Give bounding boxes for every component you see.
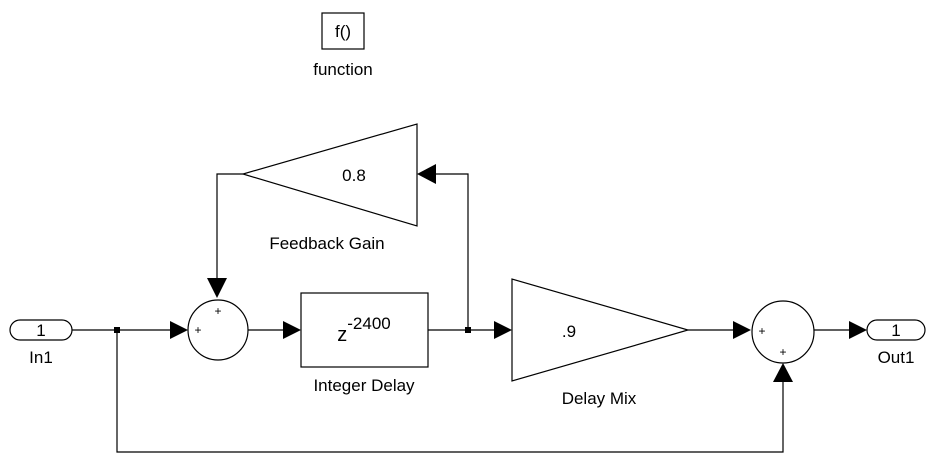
arrowhead-sum2-bypass-input <box>773 363 793 382</box>
sum-block-1[interactable]: + + <box>187 299 249 361</box>
integer-delay-label: Integer Delay <box>313 376 415 395</box>
feedback-gain-body[interactable] <box>240 123 418 227</box>
function-block-content: f() <box>335 22 351 41</box>
feedback-gain-label: Feedback Gain <box>269 234 384 253</box>
inport-in1[interactable]: 1 In1 <box>9 319 73 367</box>
feedback-gain-block[interactable]: 0.8 Feedback Gain <box>240 123 418 253</box>
arrowhead-mix-input <box>494 321 512 339</box>
arrowhead-sum1-feedback-input <box>207 278 227 298</box>
wire-feedback-to-sum1 <box>216 173 243 278</box>
arrowhead-feedback-input <box>417 164 436 184</box>
inport-label: In1 <box>29 348 53 367</box>
feedback-gain-value: 0.8 <box>342 166 366 185</box>
outport-out1[interactable]: 1 Out1 <box>866 319 926 367</box>
sum-block-2[interactable]: + + <box>751 300 815 364</box>
function-block-body[interactable] <box>321 12 365 50</box>
outport-label: Out1 <box>878 348 915 367</box>
sum-block-2-sign-left: + <box>758 324 765 338</box>
sum-block-2-sign-bottom: + <box>779 345 786 359</box>
integer-delay-block[interactable]: z-2400 Integer Delay <box>300 292 429 395</box>
branch-point-input <box>114 327 120 333</box>
sum-block-1-sign-top: + <box>214 304 221 318</box>
inport-body[interactable] <box>9 319 73 341</box>
function-block[interactable]: f() function <box>313 12 373 79</box>
delay-mix-label: Delay Mix <box>562 389 637 408</box>
wire-bypass-to-sum2 <box>116 330 784 453</box>
arrowhead-sum2-input <box>733 321 751 339</box>
delay-mix-value: .9 <box>562 322 576 341</box>
integer-delay-body[interactable] <box>300 292 429 368</box>
integer-delay-exponent: -2400 <box>347 314 390 333</box>
wire-delay-to-feedback <box>436 173 469 330</box>
arrowhead-delay-input <box>283 321 301 339</box>
outport-body[interactable] <box>866 319 926 341</box>
sum-block-1-sign-left: + <box>194 323 201 337</box>
sum-block-2-body[interactable] <box>751 300 815 364</box>
arrowhead-out1-input <box>849 321 867 339</box>
delay-mix-body[interactable] <box>511 278 691 382</box>
function-block-label: function <box>313 60 373 79</box>
integer-delay-expression: z-2400 <box>337 314 390 346</box>
inport-number: 1 <box>36 321 45 340</box>
branch-point-delay-output <box>465 327 471 333</box>
integer-delay-base: z <box>337 324 347 346</box>
arrowhead-sum1-input <box>170 321 188 339</box>
delay-mix-block[interactable]: .9 Delay Mix <box>511 278 691 408</box>
outport-number: 1 <box>891 321 900 340</box>
sum-block-1-body[interactable] <box>187 299 249 361</box>
